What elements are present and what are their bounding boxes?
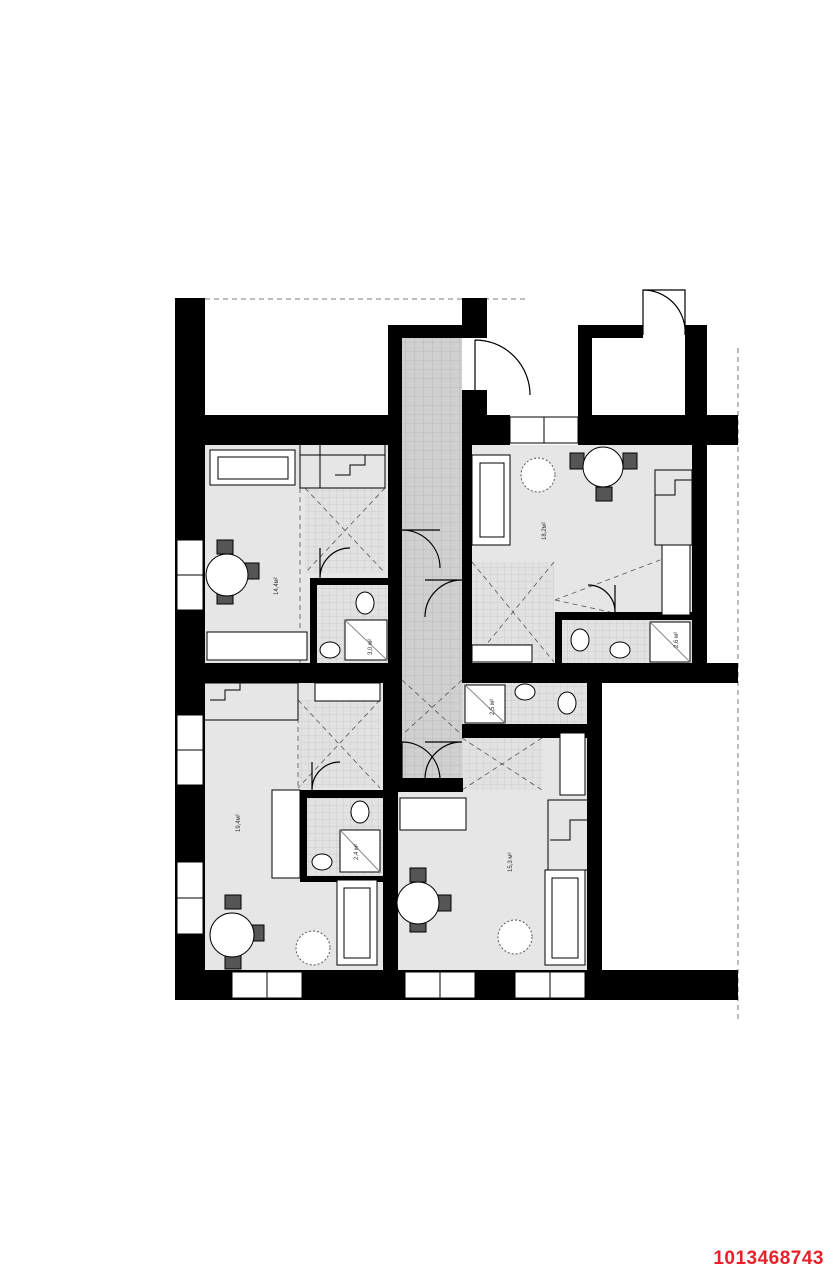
bathroom-fixtures xyxy=(311,591,691,873)
listing-id-label: 1013468743 xyxy=(713,1248,824,1269)
wall-corridor-bottom xyxy=(383,778,463,792)
shelf-bottom-right xyxy=(559,732,586,796)
wall-small-room-right xyxy=(685,325,707,445)
wall-top-right-mid xyxy=(578,415,738,445)
wall-bath-top-left-left xyxy=(310,578,317,666)
wall-top-left-upper xyxy=(175,415,390,445)
dining-set-bottom-left xyxy=(209,894,331,970)
dining-set-top-left xyxy=(205,539,260,605)
wall-right-outer xyxy=(692,445,707,665)
area-label-bottom-right-living: 15,3 м² xyxy=(508,853,514,872)
dining-set-bottom-right xyxy=(396,867,533,955)
door-unit-top-right xyxy=(424,579,463,618)
kitchen-top-right xyxy=(661,544,691,616)
shelf-top-right xyxy=(471,644,533,663)
wall-corridor-top xyxy=(388,325,463,338)
kitchen-bottom-left xyxy=(271,789,301,879)
bath-fixtures-top-left xyxy=(319,591,388,661)
wall-bath-bottom-left-top xyxy=(300,790,384,798)
tables xyxy=(205,446,638,970)
kitchen-bottom-right xyxy=(399,797,467,831)
door-unit-bottom-left xyxy=(401,741,441,781)
area-label-top-left-bath: 3,0 м² xyxy=(368,639,374,655)
door-balcony xyxy=(642,289,686,336)
wall-right-lower xyxy=(587,663,602,998)
wall-corridor-left xyxy=(388,325,402,780)
wall-bath-center-bottom xyxy=(462,724,588,730)
wall-corridor-right xyxy=(462,415,472,665)
shelf-bottom-left xyxy=(314,682,381,702)
bath-fixtures-center xyxy=(464,683,577,724)
wall-bath-bottom-left-left xyxy=(300,790,307,878)
wall-mid-horizontal-left xyxy=(175,663,390,683)
stair-top-right xyxy=(654,469,693,546)
windows xyxy=(176,416,586,999)
area-label-top-right-bath: 2,6 м² xyxy=(674,632,680,648)
stair-bottom-right xyxy=(547,799,589,871)
wall-corridor-notch xyxy=(462,298,487,338)
door-bath-bottom-left xyxy=(311,761,341,791)
wall-bath-top-right-top xyxy=(555,612,693,620)
stair-bottom-left xyxy=(205,682,299,721)
area-label-top-right-living: 18,2м² xyxy=(542,522,548,540)
room-labels: 14,4м² 3,0 м² 18,2м² 2,6 м² 2,5 м² 19,4м… xyxy=(236,522,680,872)
bath-fixtures-top-right xyxy=(570,621,691,663)
wall-bath-top-right-left xyxy=(555,612,562,664)
furniture xyxy=(206,449,691,966)
wall-bath-bottom-left-bottom xyxy=(300,876,384,882)
door-bath-top-right xyxy=(587,584,616,613)
area-label-bottom-left-living: 19,4м² xyxy=(236,814,242,832)
wall-bath-top-left-top xyxy=(310,578,390,585)
door-entry xyxy=(474,339,531,396)
door-unit-top-left xyxy=(401,529,441,569)
kitchen-top-left xyxy=(206,631,308,661)
stairs xyxy=(205,445,693,871)
bath-fixtures-bottom-left xyxy=(311,800,381,873)
central-corridor xyxy=(402,338,462,778)
door-unit-bottom-right xyxy=(424,741,463,780)
doors xyxy=(311,289,686,791)
area-label-bottom-left-bath: 2,4 м² xyxy=(354,844,360,860)
wall-small-room-top-right xyxy=(685,325,707,338)
wall-small-room-top xyxy=(578,325,643,338)
wall-bottom-left-right xyxy=(383,683,398,973)
dining-set-top-right xyxy=(520,446,638,502)
door-bath-top-left xyxy=(319,547,351,579)
area-label-top-left-living: 14,4м² xyxy=(274,577,280,595)
area-label-center-bath: 2,5 м² xyxy=(490,699,496,715)
wall-top-right-upper xyxy=(462,415,510,445)
wall-small-room-left xyxy=(578,325,592,445)
stair-top-left xyxy=(299,445,386,489)
